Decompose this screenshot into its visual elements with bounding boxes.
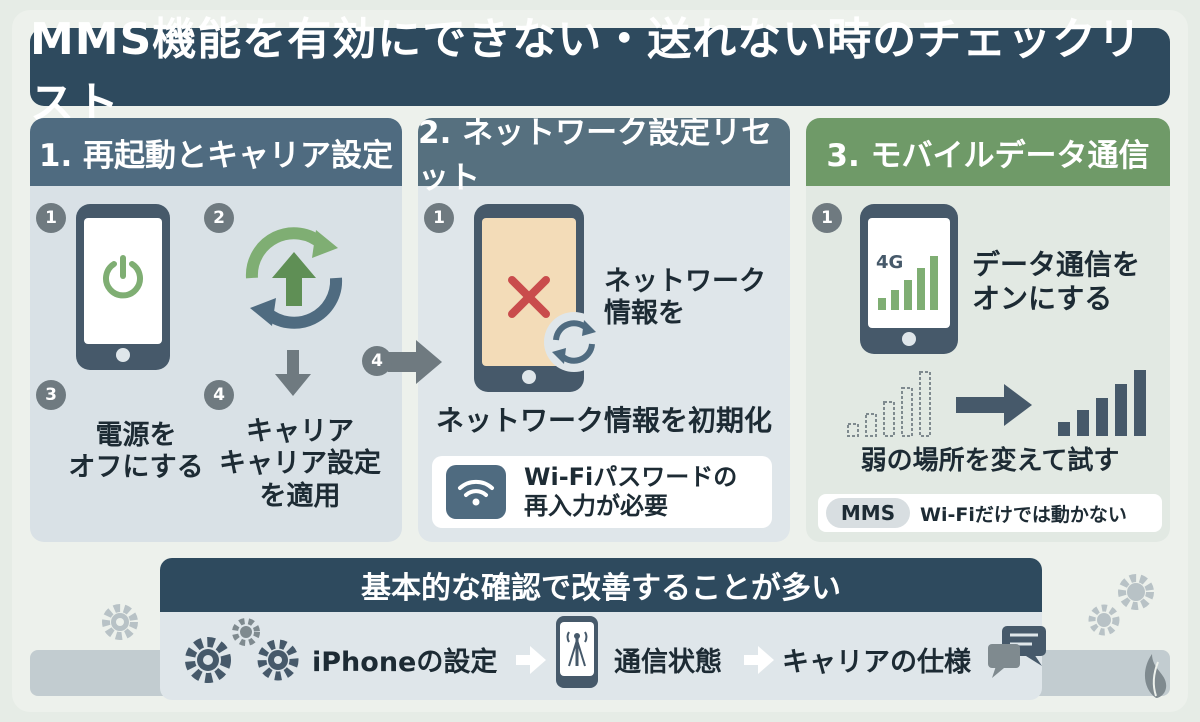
arrow-right-icon [388, 340, 442, 384]
phone-network-icon [474, 204, 584, 392]
panel-heading: 1. 再起動とキャリア設定 [30, 118, 402, 186]
summary-item-connection-status: 通信状態 [614, 647, 722, 678]
step-number: 1 [812, 203, 842, 233]
mms-note: MMS Wi-Fiだけでは動かない [818, 494, 1162, 532]
power-icon [103, 255, 143, 299]
page-title: MMS機能を有効にできない・送れない時のチェックリスト [30, 14, 1170, 129]
step-label-power-off: 電源を オフにする [68, 420, 204, 484]
step-number: 3 [36, 380, 66, 410]
arrow-right-icon [516, 646, 546, 674]
signal-bars-icon [878, 256, 938, 310]
settings-gears-icon [185, 618, 299, 683]
arrow-right-icon [956, 384, 1032, 426]
weak-signal-icon [847, 371, 931, 437]
step-number: 2 [204, 203, 234, 233]
summary-item-iphone-settings: iPhoneの設定 [312, 647, 498, 678]
gears-icon [1088, 574, 1154, 636]
step-number: 1 [424, 203, 454, 233]
summary-heading: 基本的な確認で改善することが多い [160, 558, 1042, 612]
chat-bubbles-icon [988, 626, 1046, 678]
sync-icon [544, 312, 604, 372]
4g-badge: 4G [876, 252, 904, 273]
antenna-icon [566, 631, 588, 667]
wifi-icon [458, 479, 494, 506]
panel-restart-carrier: 1. 再起動とキャリア設定 [30, 118, 402, 542]
step-number: 1 [36, 203, 66, 233]
leaf-logo-icon [1144, 654, 1167, 698]
summary-body [160, 612, 1042, 700]
mms-note-text: Wi-Fiだけでは動かない [920, 503, 1127, 526]
panel-heading: 2. ネットワーク設定リセット [418, 118, 790, 196]
phone-caption: ネットワーク 情報を [604, 266, 766, 330]
phone-4g-icon: 4G [860, 204, 958, 354]
error-x-icon [508, 276, 550, 318]
strong-signal-icon [1058, 370, 1146, 436]
step-label-carrier-settings: キャリア キャリア設定 を適用 [219, 416, 381, 512]
arrow-right-icon [744, 646, 774, 674]
step-label-reset-network: ネットワーク情報を初期化 [435, 404, 772, 437]
phone-antenna-icon [556, 616, 598, 688]
phone-caption: データ通信を オンにする [972, 248, 1141, 315]
wifi-badge [446, 465, 506, 519]
summary-item-carrier-spec: キャリアの仕様 [782, 647, 971, 678]
step-label-change-location: 弱の場所を変えて試す [860, 446, 1120, 476]
step-number: 4 [362, 346, 392, 376]
refresh-update-icon [245, 227, 343, 329]
panel-heading: 3. モバイルデータ通信 [806, 118, 1170, 186]
mms-badge: MMS [826, 498, 910, 528]
note-text: Wi-Fiパスワードの 再入力が必要 [524, 463, 738, 520]
phone-power-icon [76, 204, 170, 370]
step-number: 4 [204, 380, 234, 410]
arrow-down-icon [275, 350, 311, 396]
wifi-password-note: Wi-Fiパスワードの 再入力が必要 [432, 456, 772, 528]
gear-icon [102, 604, 138, 640]
